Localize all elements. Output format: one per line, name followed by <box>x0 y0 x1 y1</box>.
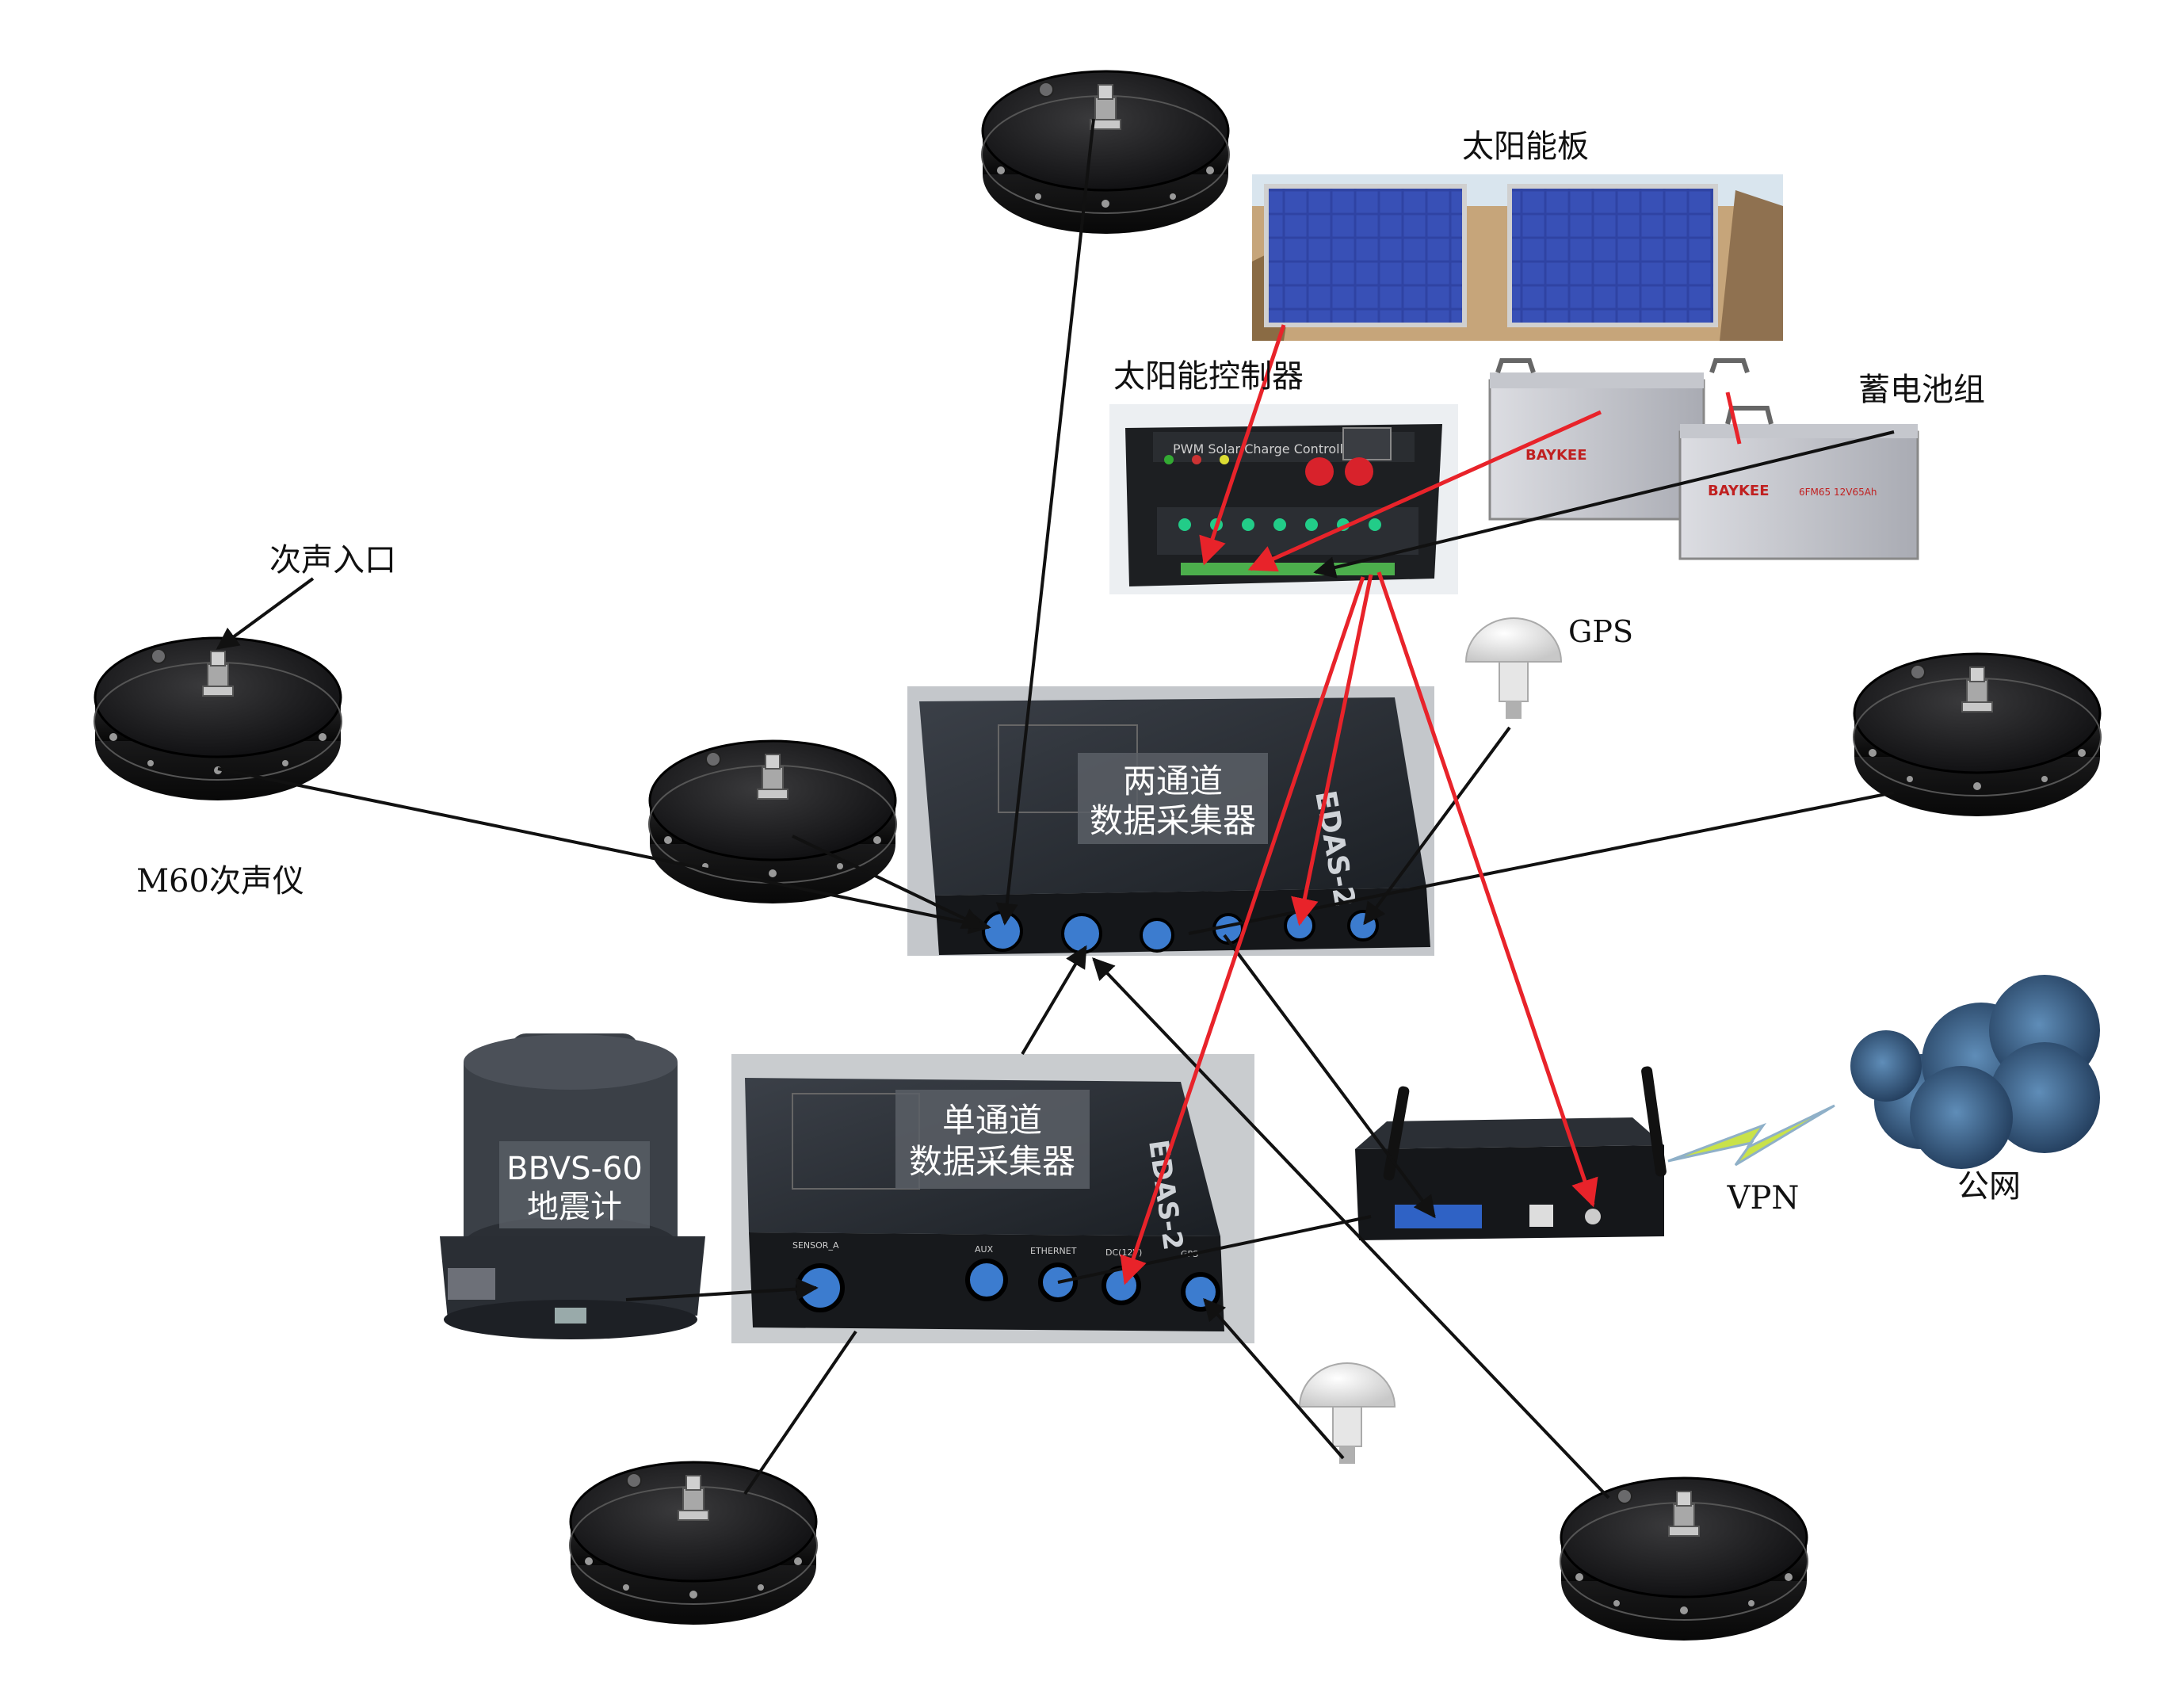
line-router-single <box>1057 1215 1372 1284</box>
cloud-icon <box>1850 975 2100 1169</box>
gps-antenna-top <box>1465 617 1562 720</box>
label-public-network: 公网 <box>1957 1168 2021 1205</box>
infrasound-sensor-left <box>93 636 343 802</box>
line-inlet-pointer <box>216 577 315 650</box>
port-label-sensor: SENSOR_A <box>792 1240 839 1251</box>
port-label-ethernet: ETHERNET <box>1030 1246 1077 1256</box>
battery-brand-2: BAYKEE <box>1708 483 1770 499</box>
controller-caption: PWM Solar Charge Controller <box>1173 441 1357 456</box>
battery-model: 6FM65 12V65Ah <box>1799 487 1877 498</box>
line-bottom-left-sensor <box>743 1330 857 1495</box>
vpn-bolt-icon <box>1667 1104 1835 1167</box>
two-channel-line1: 两通道 <box>1123 762 1223 800</box>
line-battery-link <box>1725 392 1742 445</box>
line-controller-to-router <box>1376 571 1598 1208</box>
two-channel-line2: 数据采集器 <box>1090 801 1256 840</box>
solar-panel-image <box>1252 174 1783 341</box>
label-battery-bank: 蓄电池组 <box>1858 372 1985 408</box>
router-image <box>1355 1066 1667 1240</box>
infrasound-sensor-bottom-right <box>1559 1476 1809 1642</box>
line-controller-to-two <box>1291 574 1373 926</box>
seismometer-label: BBVS-60 地震计 <box>499 1141 650 1228</box>
two-channel-ports <box>982 910 1379 954</box>
infrasound-sensor-top <box>980 70 1231 235</box>
line-controller-to-single <box>1120 576 1365 1285</box>
line-gps-top <box>1363 726 1511 926</box>
port-label-aux: AUX <box>975 1244 994 1255</box>
line-left-sensor <box>217 767 991 934</box>
battery-brand-1: BAYKEE <box>1525 447 1587 464</box>
signal-lines <box>216 118 1895 1499</box>
line-gps-bottom <box>1203 1297 1345 1460</box>
gps-antenna-bottom <box>1299 1362 1396 1465</box>
infrasound-sensor-bottom-left <box>568 1461 819 1626</box>
line-panel-to-controller <box>1199 324 1286 566</box>
line-top-sensor <box>995 118 1095 926</box>
seismometer-line2: 地震计 <box>527 1189 622 1225</box>
line-center-sensor <box>792 835 985 929</box>
seismometer-line1: BBVS-60 <box>506 1151 643 1187</box>
line-single-to-two <box>1021 945 1087 1056</box>
power-lines <box>1120 324 1742 1285</box>
single-channel-label: 单通道 数据采集器 <box>895 1090 1090 1189</box>
single-channel-line2: 数据采集器 <box>909 1142 1075 1181</box>
line-seismometer <box>625 1278 819 1301</box>
line-bottom-right-sensor <box>1092 957 1610 1499</box>
line-two-to-router <box>1223 934 1436 1219</box>
label-solar-controller: 太阳能控制器 <box>1113 358 1304 395</box>
single-channel-line1: 单通道 <box>942 1101 1042 1140</box>
label-gps: GPS <box>1568 614 1633 649</box>
infrasound-sensor-center <box>647 739 898 905</box>
label-infrasound-inlet: 次声入口 <box>269 542 396 579</box>
label-solar-panel: 太阳能板 <box>1462 128 1589 165</box>
two-channel-label: 两通道 数据采集器 <box>1078 753 1268 844</box>
battery-bank-image: BAYKEE BAYKEE 6FM65 12V65Ah <box>1488 358 1919 560</box>
label-vpn: VPN <box>1727 1180 1800 1217</box>
line-battery-to-controller <box>1313 430 1895 579</box>
line-battery-to-controller-red <box>1247 410 1602 572</box>
label-m60-infrasound: M60次声仪 <box>136 863 304 900</box>
